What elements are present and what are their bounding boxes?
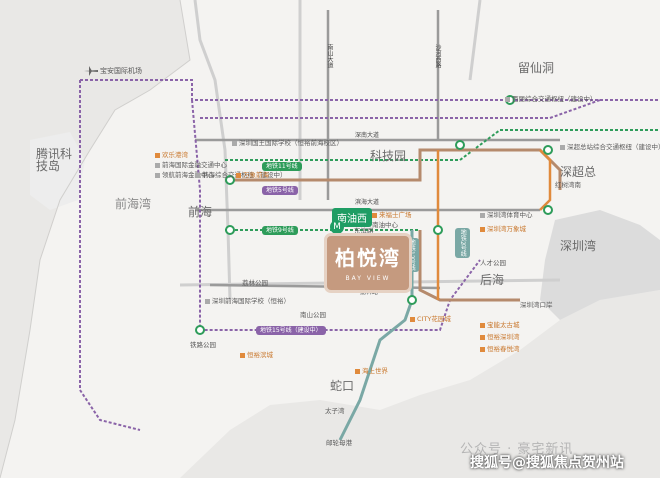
poi-hengyu-shenzhenwan: 恒裕深圳湾 <box>480 334 520 341</box>
metro-brown-line <box>225 148 562 302</box>
poi-haishang: 海上世界 <box>355 368 388 375</box>
coastline <box>0 0 191 478</box>
area-shekou: 蛇口 <box>330 379 355 393</box>
poi-tiejian: 铁路公园 <box>190 341 216 349</box>
brand-label: 柏悦湾 BAY VIEW <box>327 236 409 290</box>
poi-hongshu: 红树湾南 <box>555 181 581 189</box>
poi-shenzhenwan-wanxiang: 深圳湾万象城 <box>480 226 526 233</box>
area-science-park: 科技园 <box>370 149 407 163</box>
poi-shenzhen-qianhai-school: 深圳前海国际学校（恒裕） <box>205 298 290 305</box>
poi-liuxian-hub: 西丽综合交通枢纽（建设中） <box>505 96 597 103</box>
line-11-badge: 地铁11号线 <box>262 162 302 172</box>
poi-qianhai-traffic: 前海综合交通枢纽（建设中） <box>195 172 287 179</box>
road-shennan: 深南大道 <box>355 132 380 139</box>
poi-city-garden: CITY花园城 <box>410 316 451 323</box>
sea-area <box>0 0 190 478</box>
poi-shenzhen-intl: 深圳国王国际学校（恒裕前海校区） <box>232 140 343 147</box>
area-tencent-island: 腾讯科技岛 <box>36 147 73 173</box>
poi-qianhai-jin: 领航前海金融中心 <box>155 172 214 179</box>
area-houhai: 后海 <box>480 273 505 287</box>
poi-shenchao-hub: 深超总站综合交通枢纽（建设中） <box>560 144 660 151</box>
area-liuxiandong: 留仙洞 <box>518 61 555 75</box>
brand-name-cn: 柏悦湾 <box>335 246 401 270</box>
poi-lizi-park: 荔林公园 <box>242 279 268 287</box>
airplane-icon <box>84 66 98 76</box>
airport-label: 宝安国际机场 <box>100 67 142 75</box>
poi-dongbin: 东滨路 <box>354 227 374 235</box>
road-binhai: 滨海大道 <box>355 199 380 206</box>
poi-wanxiang: 万象前海 <box>236 172 269 179</box>
poi-taiziwan: 太子湾 <box>325 407 345 415</box>
brand-name-en: BAY VIEW <box>345 275 391 282</box>
island <box>30 132 85 210</box>
watermark-wechat: 公众号 · 豪宅新讯 <box>460 442 574 457</box>
poi-youlun: 邮轮母港 <box>326 439 352 447</box>
poi-yijing: 恒裕滨城 <box>240 352 273 359</box>
poi-baoneng: 宝能太古城 <box>480 322 520 329</box>
area-qianhai-bay: 前海湾 <box>115 197 152 211</box>
line-5-badge: 地铁5号线 <box>262 186 298 196</box>
poi-shenzhenwan-sport: 深圳湾体育中心 <box>480 212 533 219</box>
poi-qianhai-finance: 前海国际金融交通中心 <box>155 162 227 169</box>
poi-renai: 人才公园 <box>480 259 506 267</box>
land-area-east <box>540 210 660 320</box>
metro-icon: M <box>330 220 344 234</box>
poi-shenzhenwan-pier: 深圳湾口岸 <box>520 301 553 309</box>
area-qianhai: 前海 <box>188 205 213 219</box>
poi-nanshan-park: 南山公园 <box>300 311 326 319</box>
line-9-badge: 地铁9号线 <box>262 226 298 236</box>
line-2-badge: 地铁2号线 <box>455 228 471 258</box>
area-shenchaozong: 深超总 <box>560 165 597 179</box>
poi-hengyu-ru: 恒裕春悦湾 <box>480 346 520 353</box>
road-nanshan-avenue: 南山大道 <box>326 44 333 68</box>
poi-laifu: 来福士广场 <box>372 212 412 219</box>
area-shenzhen-bay: 深圳湾 <box>560 239 597 253</box>
poi-anhe: 南油中心 <box>372 221 398 229</box>
sea-area-south <box>180 290 660 478</box>
poi-huanle: 欢乐港湾 <box>155 152 188 159</box>
watermark-sohu: 搜狐号@搜狐焦点贺州站 <box>470 455 624 471</box>
road-liyuan: 荔林路 <box>360 289 379 296</box>
road-shahe-west: 沙河西路 <box>434 44 441 68</box>
line-15-badge: 地铁15号线（建设中） <box>256 326 326 336</box>
metro-teal-line <box>338 230 414 441</box>
